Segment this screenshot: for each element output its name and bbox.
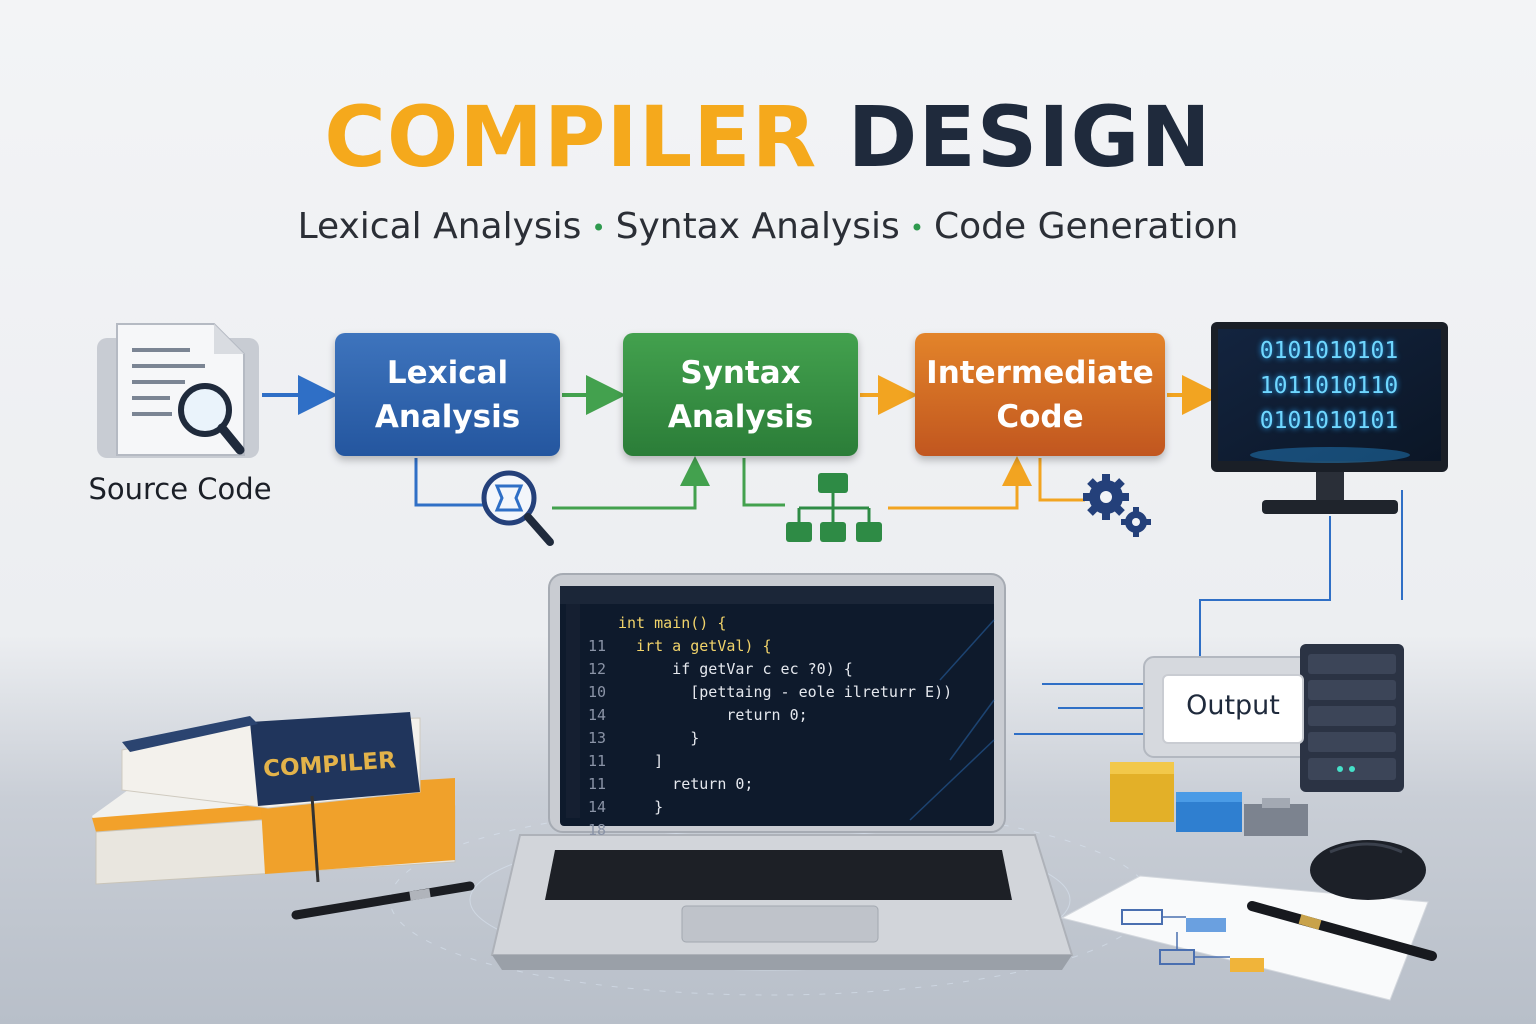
binary-line: 0101010101 <box>1259 408 1399 434</box>
binary-line: 1011010110 <box>1259 373 1399 399</box>
subtitle-item-codegen: Code Generation <box>933 206 1239 247</box>
mouse-icon <box>1310 840 1426 900</box>
connector-syntax-down <box>742 458 785 507</box>
document-search-icon <box>97 323 259 458</box>
line-number: 14 <box>587 706 606 724</box>
binary-line: 0101010101 <box>1259 338 1399 364</box>
code-line: 14 return 0; <box>568 704 988 727</box>
magnifier-icon <box>481 470 554 546</box>
book-stack-icon <box>92 712 456 885</box>
line-number: 10 <box>587 683 606 701</box>
code-text: ] <box>618 752 664 770</box>
output-box: Output <box>1162 674 1304 744</box>
code-line: 10 [pettaing - eole ilreturr E)) <box>568 681 988 704</box>
line-number <box>568 612 618 635</box>
stage-syntax-label: Syntax Analysis <box>667 354 814 435</box>
code-line: 11 ] <box>568 750 988 773</box>
laptop-icon <box>490 573 1074 970</box>
monitor-icon <box>1211 322 1448 514</box>
code-line: 13 } <box>568 727 988 750</box>
subtitle-item-syntax: Syntax Analysis <box>615 206 900 247</box>
wire-monitor-output <box>1199 516 1331 662</box>
source-code-label: Source Code <box>88 472 272 506</box>
line-number: 18 <box>587 821 606 839</box>
output-label: Output <box>1186 689 1280 721</box>
server-rack-icon <box>1300 644 1404 792</box>
page-title: COMPILER DESIGN <box>0 88 1536 186</box>
stage-lexical-analysis: Lexical Analysis <box>335 333 560 456</box>
code-text: return 0; <box>618 706 808 724</box>
tree-hierarchy-icon <box>786 473 882 542</box>
code-text: return 0; <box>618 775 754 793</box>
line-number: 11 <box>587 775 606 793</box>
pen-right-icon <box>1247 901 1437 961</box>
line-number: 13 <box>587 729 606 747</box>
code-text: } <box>618 798 664 816</box>
line-number: 14 <box>587 798 606 816</box>
line-number: 11 <box>587 752 606 770</box>
title-part1: COMPILER <box>324 88 818 186</box>
stage-lexical-label: Lexical Analysis <box>374 354 521 435</box>
code-text: [pettaing - eole ilreturr E)) <box>618 683 953 701</box>
code-text: } <box>618 729 700 747</box>
gears-icon <box>1083 474 1151 537</box>
code-text: irt a getVal) { <box>618 637 772 655</box>
connector-to-syntax <box>552 456 710 510</box>
line-number: 11 <box>587 637 606 655</box>
flowchart-paper-icon <box>1060 875 1429 1001</box>
subtitle-separator: • <box>909 214 924 242</box>
code-line: 14 } <box>568 796 988 819</box>
monitor-binary: 0101010101 1011010110 0101010101 <box>1218 334 1440 439</box>
line-number: 12 <box>587 660 606 678</box>
blocks-icon <box>1110 762 1308 836</box>
code-text: if getVar c ec ?0) { <box>618 660 853 678</box>
code-line: int main() { <box>568 612 988 635</box>
code-line: 12 if getVar c ec ?0) { <box>568 658 988 681</box>
subtitle-separator: • <box>591 214 606 242</box>
code-line: 11 return 0; <box>568 773 988 796</box>
code-line: 11 irt a getVal) { <box>568 635 988 658</box>
title-part2: DESIGN <box>847 88 1212 186</box>
stage-intermediate-label: Intermediate Code <box>926 354 1154 435</box>
stage-intermediate-code: Intermediate Code <box>915 333 1165 456</box>
connector-to-intermediate <box>888 456 1032 510</box>
connector-intermediate-down <box>1038 458 1085 502</box>
code-text: int main() { <box>618 614 727 632</box>
page-subtitle: Lexical Analysis • Syntax Analysis • Code Ge… <box>0 206 1536 247</box>
pen-icon <box>291 881 475 920</box>
code-line: 18 <box>568 819 988 842</box>
stage-syntax-analysis: Syntax Analysis <box>623 333 858 456</box>
subtitle-item-lexical: Lexical Analysis <box>297 206 582 247</box>
connector-lexical-down <box>414 458 485 507</box>
laptop-code-editor: int main() { 11 irt a getVal) { 12 if ge… <box>568 612 988 839</box>
